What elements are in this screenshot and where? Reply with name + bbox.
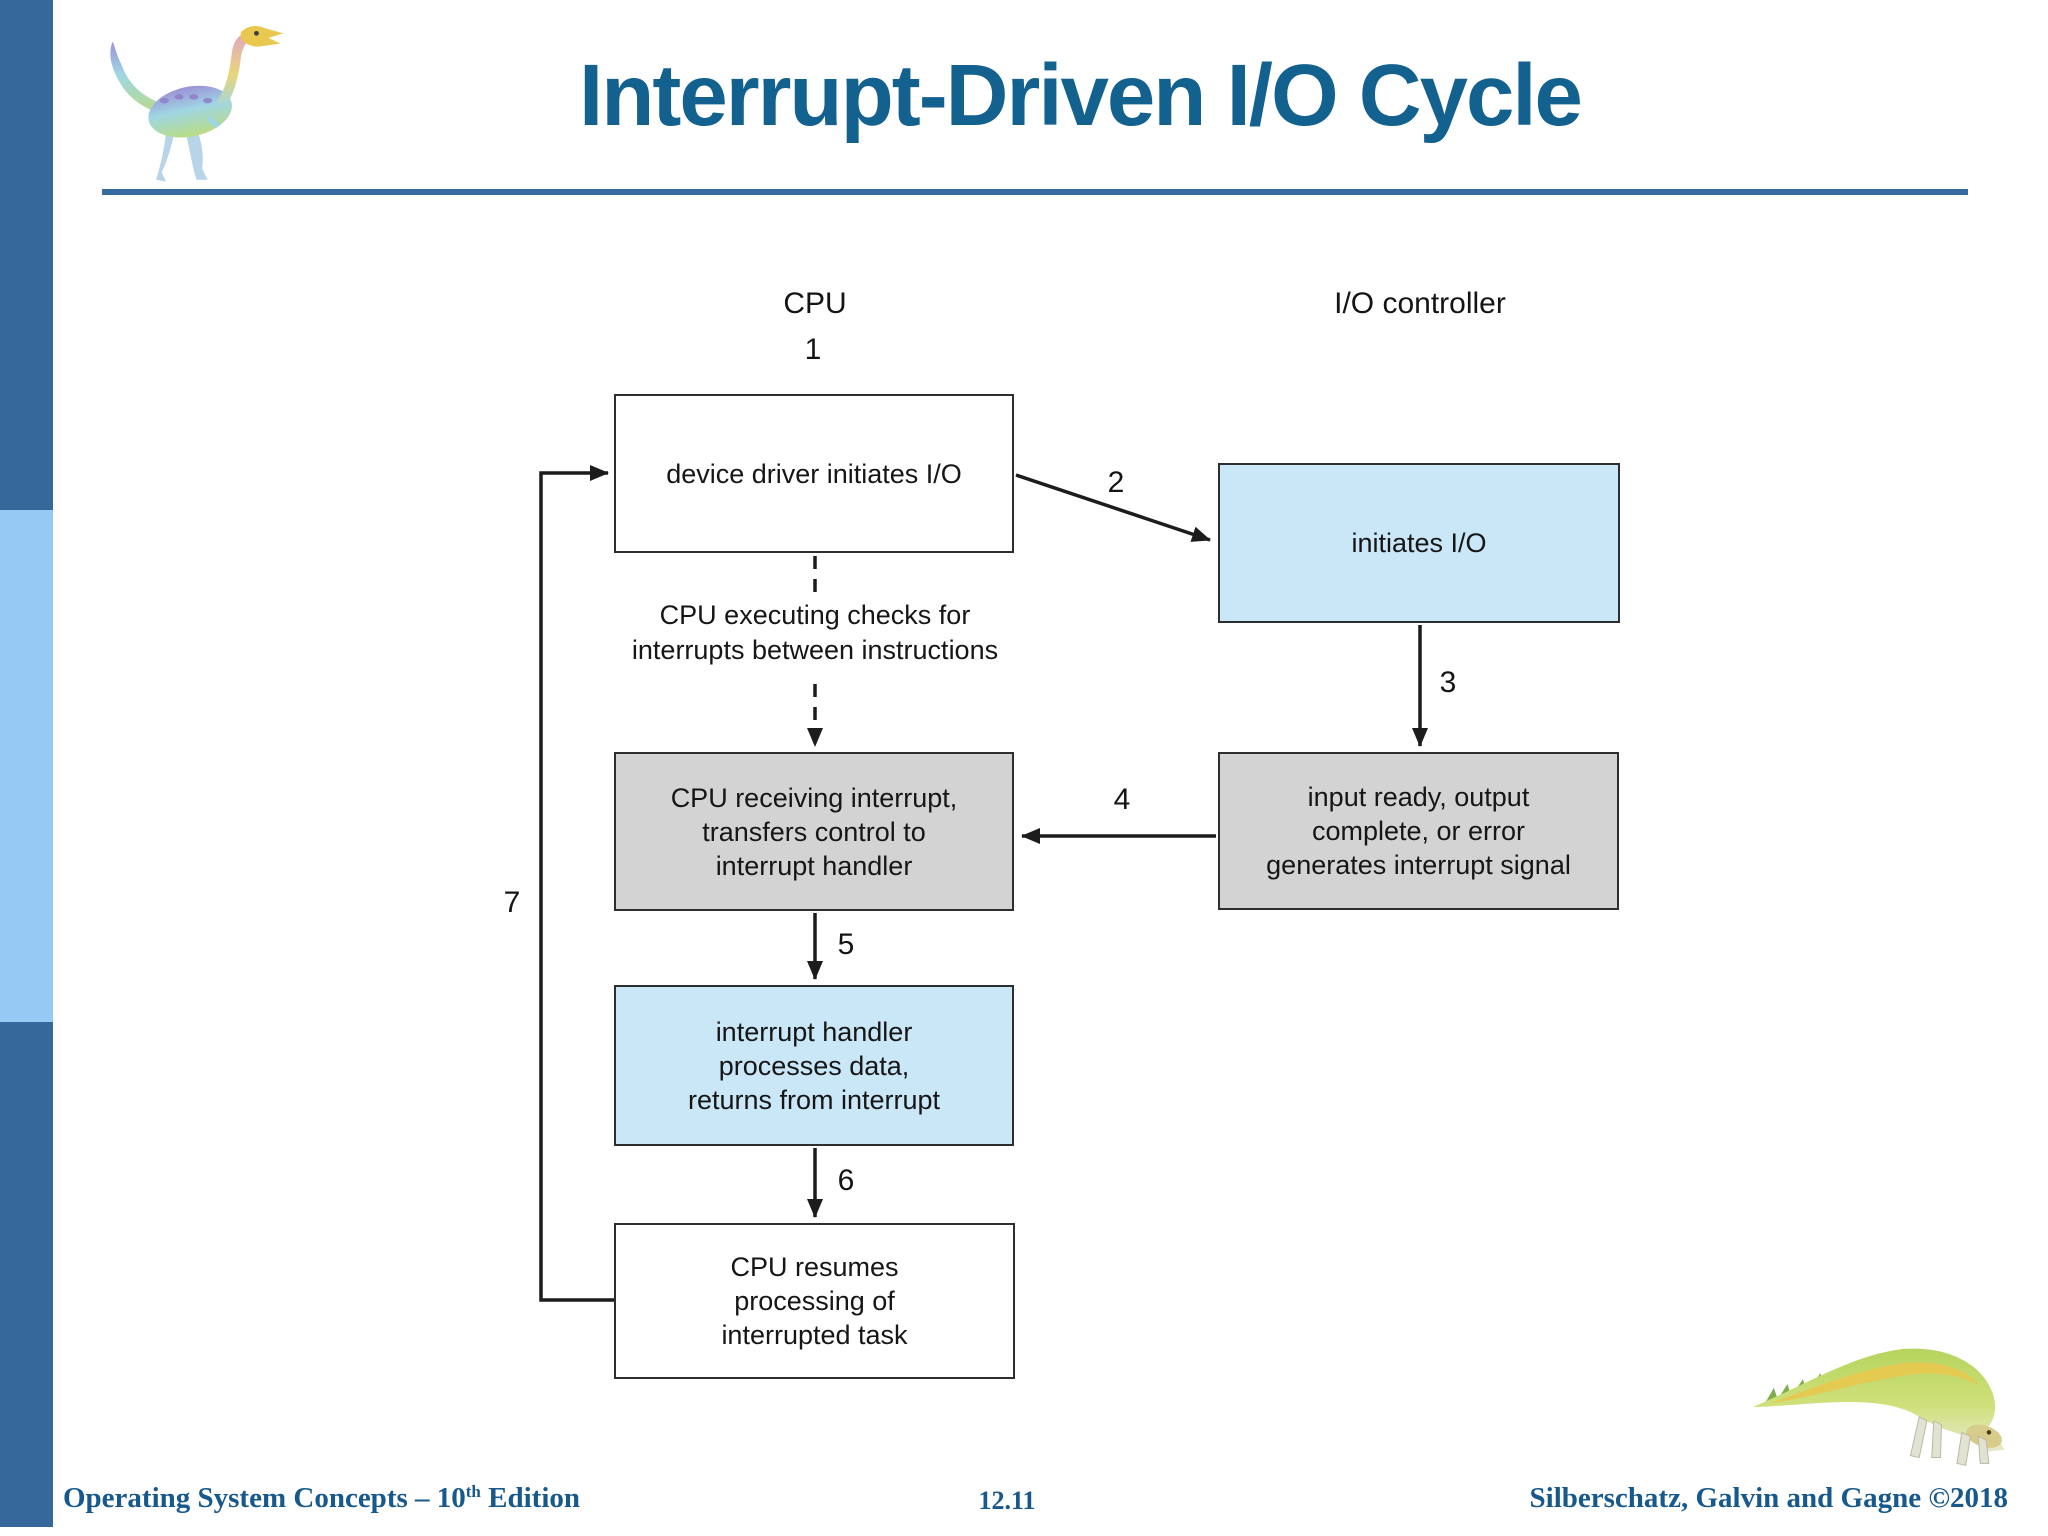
flow-box-input-ready: input ready, output complete, or error g… [1218, 752, 1619, 910]
footer-authors: Silberschatz, Galvin and Gagne ©2018 [1529, 1482, 2008, 1514]
footer-ordinal-superscript: th [465, 1482, 481, 1501]
sidebar-band-middle [0, 510, 53, 1022]
step-label-5: 5 [837, 928, 855, 961]
column-header-cpu: CPU [783, 287, 847, 320]
step-label-7: 7 [503, 886, 521, 919]
footer-book-title-text: Operating System Concepts – 10 [63, 1482, 466, 1514]
dinosaur-bottom-icon [1752, 1348, 2005, 1466]
flow-box-initiates-io: initiates I/O [1218, 463, 1620, 623]
column-header-io-controller: I/O controller [1334, 287, 1506, 320]
step-label-6: 6 [837, 1164, 855, 1197]
note-cpu-executing-checks: CPU executing checks for interrupts betw… [631, 600, 999, 665]
flow-box-interrupt-handler: interrupt handler processes data, return… [614, 985, 1014, 1146]
sidebar-band-bottom [0, 1022, 53, 1527]
sidebar-band-top [0, 0, 53, 510]
slide-page-number: 12.11 [978, 1486, 1036, 1515]
flow-box-cpu-receiving-interrupt: CPU receiving interrupt, transfers contr… [614, 752, 1014, 911]
footer-book-title: Operating System Concepts – 10th Edition [63, 1482, 580, 1515]
step-label-1: 1 [804, 333, 822, 366]
footer-edition-text: Edition [480, 1482, 581, 1514]
step-label-4: 4 [1113, 783, 1131, 816]
title-divider [102, 189, 1968, 195]
step-label-3: 3 [1439, 666, 1457, 699]
dinosaur-logo-icon [110, 25, 284, 182]
page-title: Interrupt-Driven I/O Cycle [579, 47, 1583, 144]
flow-box-device-driver: device driver initiates I/O [614, 394, 1014, 553]
step-label-2: 2 [1107, 466, 1125, 499]
flow-box-cpu-resumes: CPU resumes processing of interrupted ta… [614, 1223, 1015, 1379]
